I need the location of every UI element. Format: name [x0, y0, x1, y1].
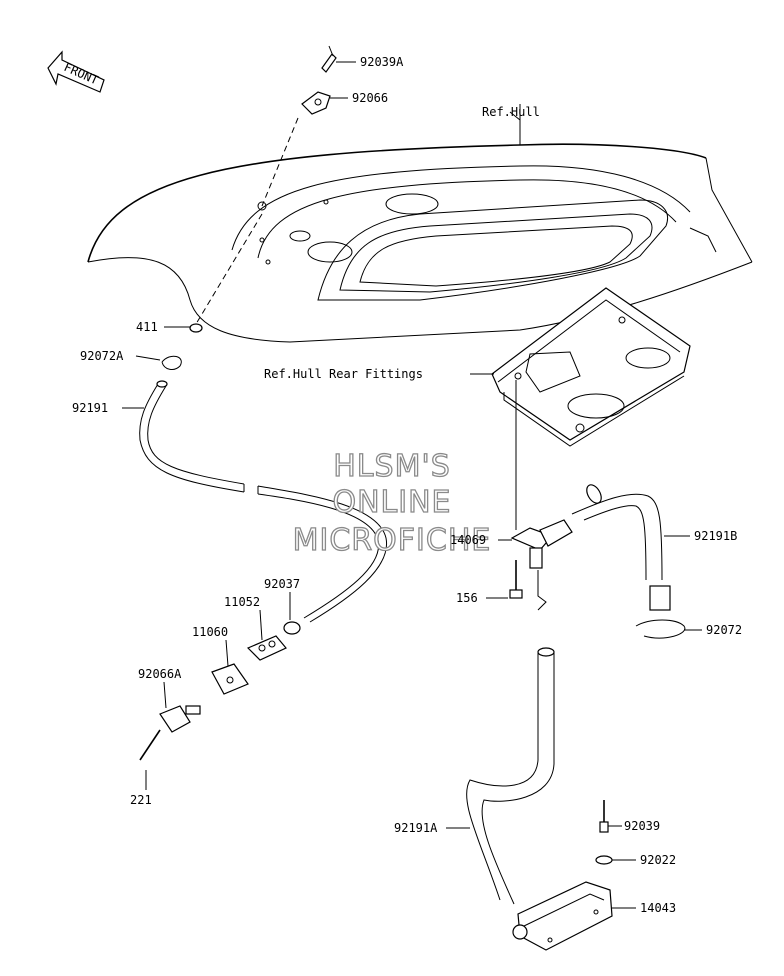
label-411: 411	[136, 320, 158, 334]
label-92039A: 92039A	[360, 55, 404, 69]
fitting-92066A	[159, 705, 201, 733]
elbow-14069	[510, 519, 573, 569]
leader-lines	[122, 61, 702, 909]
label-ref-hull: Ref.Hull	[482, 105, 540, 119]
watermark-line-1: HLSM'S	[333, 449, 451, 484]
label-92072: 92072	[706, 623, 742, 637]
grommet-411	[189, 323, 203, 333]
label-156: 156	[456, 591, 478, 605]
hose-92191B	[571, 484, 671, 611]
label-92022: 92022	[640, 853, 676, 867]
clamp-92072	[635, 619, 686, 639]
washer-92022	[595, 855, 613, 865]
bracket-14043	[512, 881, 613, 951]
watermark-line-2: ONLINE	[332, 485, 451, 520]
label-92039: 92039	[624, 819, 660, 833]
label-92072A: 92072A	[80, 349, 124, 363]
bolt-156	[509, 560, 523, 599]
label-92191A: 92191A	[394, 821, 438, 835]
watermark-line-3: MICROFICHE	[293, 523, 492, 558]
bolt-92039A	[321, 45, 337, 73]
hull-drawing	[87, 104, 753, 343]
label-92037: 92037	[264, 577, 300, 591]
watermark: HLSM'S ONLINE MICROFICHE	[292, 448, 492, 558]
label-221: 221	[130, 793, 152, 807]
label-11060: 11060	[192, 625, 228, 639]
front-arrow-icon: FRONT	[47, 50, 105, 93]
label-92191B: 92191B	[694, 529, 737, 543]
gasket-11060	[211, 663, 249, 695]
label-92066A: 92066A	[138, 667, 182, 681]
label-92191: 92191	[72, 401, 108, 415]
fitting-11052	[246, 635, 287, 661]
label-14043: 14043	[640, 901, 676, 915]
rear-fittings-box	[491, 287, 691, 447]
bolt-92039	[599, 800, 609, 833]
label-11052: 11052	[224, 595, 260, 609]
clip-92072A	[161, 355, 182, 370]
hose-92191A	[466, 647, 555, 905]
screw-221	[139, 729, 161, 761]
clamp-92066	[301, 91, 331, 115]
label-92066: 92066	[352, 91, 388, 105]
label-ref-hull-rear-fittings: Ref.Hull Rear Fittings	[264, 367, 423, 381]
hose-92191	[139, 380, 388, 623]
label-14069: 14069	[450, 533, 486, 547]
part-labels: 92039A 92066 Ref.Hull 411 92072A 92191 R…	[72, 55, 742, 915]
clamp-92037	[283, 621, 301, 635]
